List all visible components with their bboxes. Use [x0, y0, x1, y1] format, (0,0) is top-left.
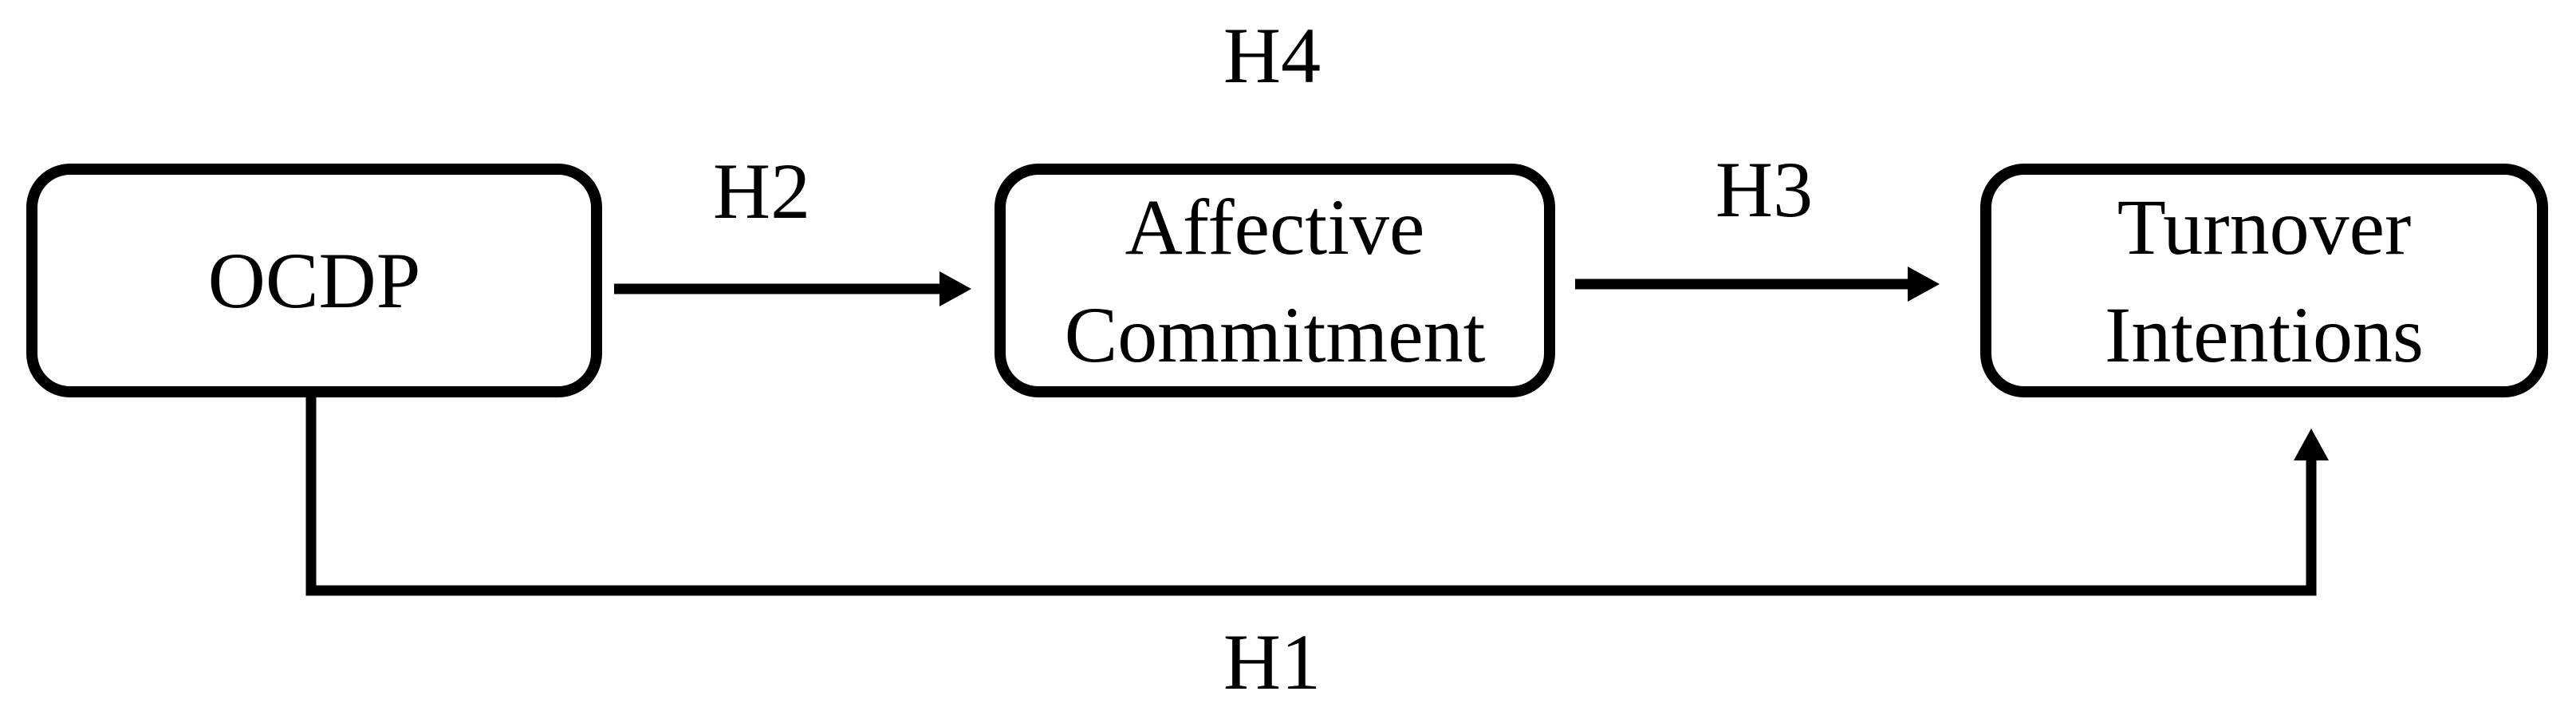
node-ocdp: OCDP — [26, 164, 602, 397]
h1-arrowhead-icon — [2294, 429, 2329, 460]
edge-label-h1: H1 — [1223, 618, 1321, 706]
node-affective-commitment-label-line2: Commitment — [1064, 290, 1486, 379]
node-ocdp-label: OCDP — [207, 236, 421, 325]
h3-arrow — [1575, 267, 1940, 302]
node-turnover-intentions-label-line1: Turnover — [2117, 182, 2412, 271]
node-affective-commitment: Affective Commitment — [995, 164, 1555, 397]
edge-label-h3: H3 — [1715, 145, 1814, 234]
h2-arrowhead-icon — [939, 271, 971, 306]
h2-arrow — [614, 271, 971, 306]
edge-label-h2: H2 — [712, 147, 811, 235]
h3-arrowhead-icon — [1908, 267, 1940, 302]
node-affective-commitment-label-line1: Affective — [1125, 182, 1425, 271]
h1-elbow-arrow — [305, 397, 2329, 596]
edge-label-h4: H4 — [1223, 11, 1321, 100]
node-turnover-intentions: Turnover Intentions — [1980, 164, 2548, 397]
node-turnover-intentions-label-line2: Intentions — [2105, 290, 2424, 379]
